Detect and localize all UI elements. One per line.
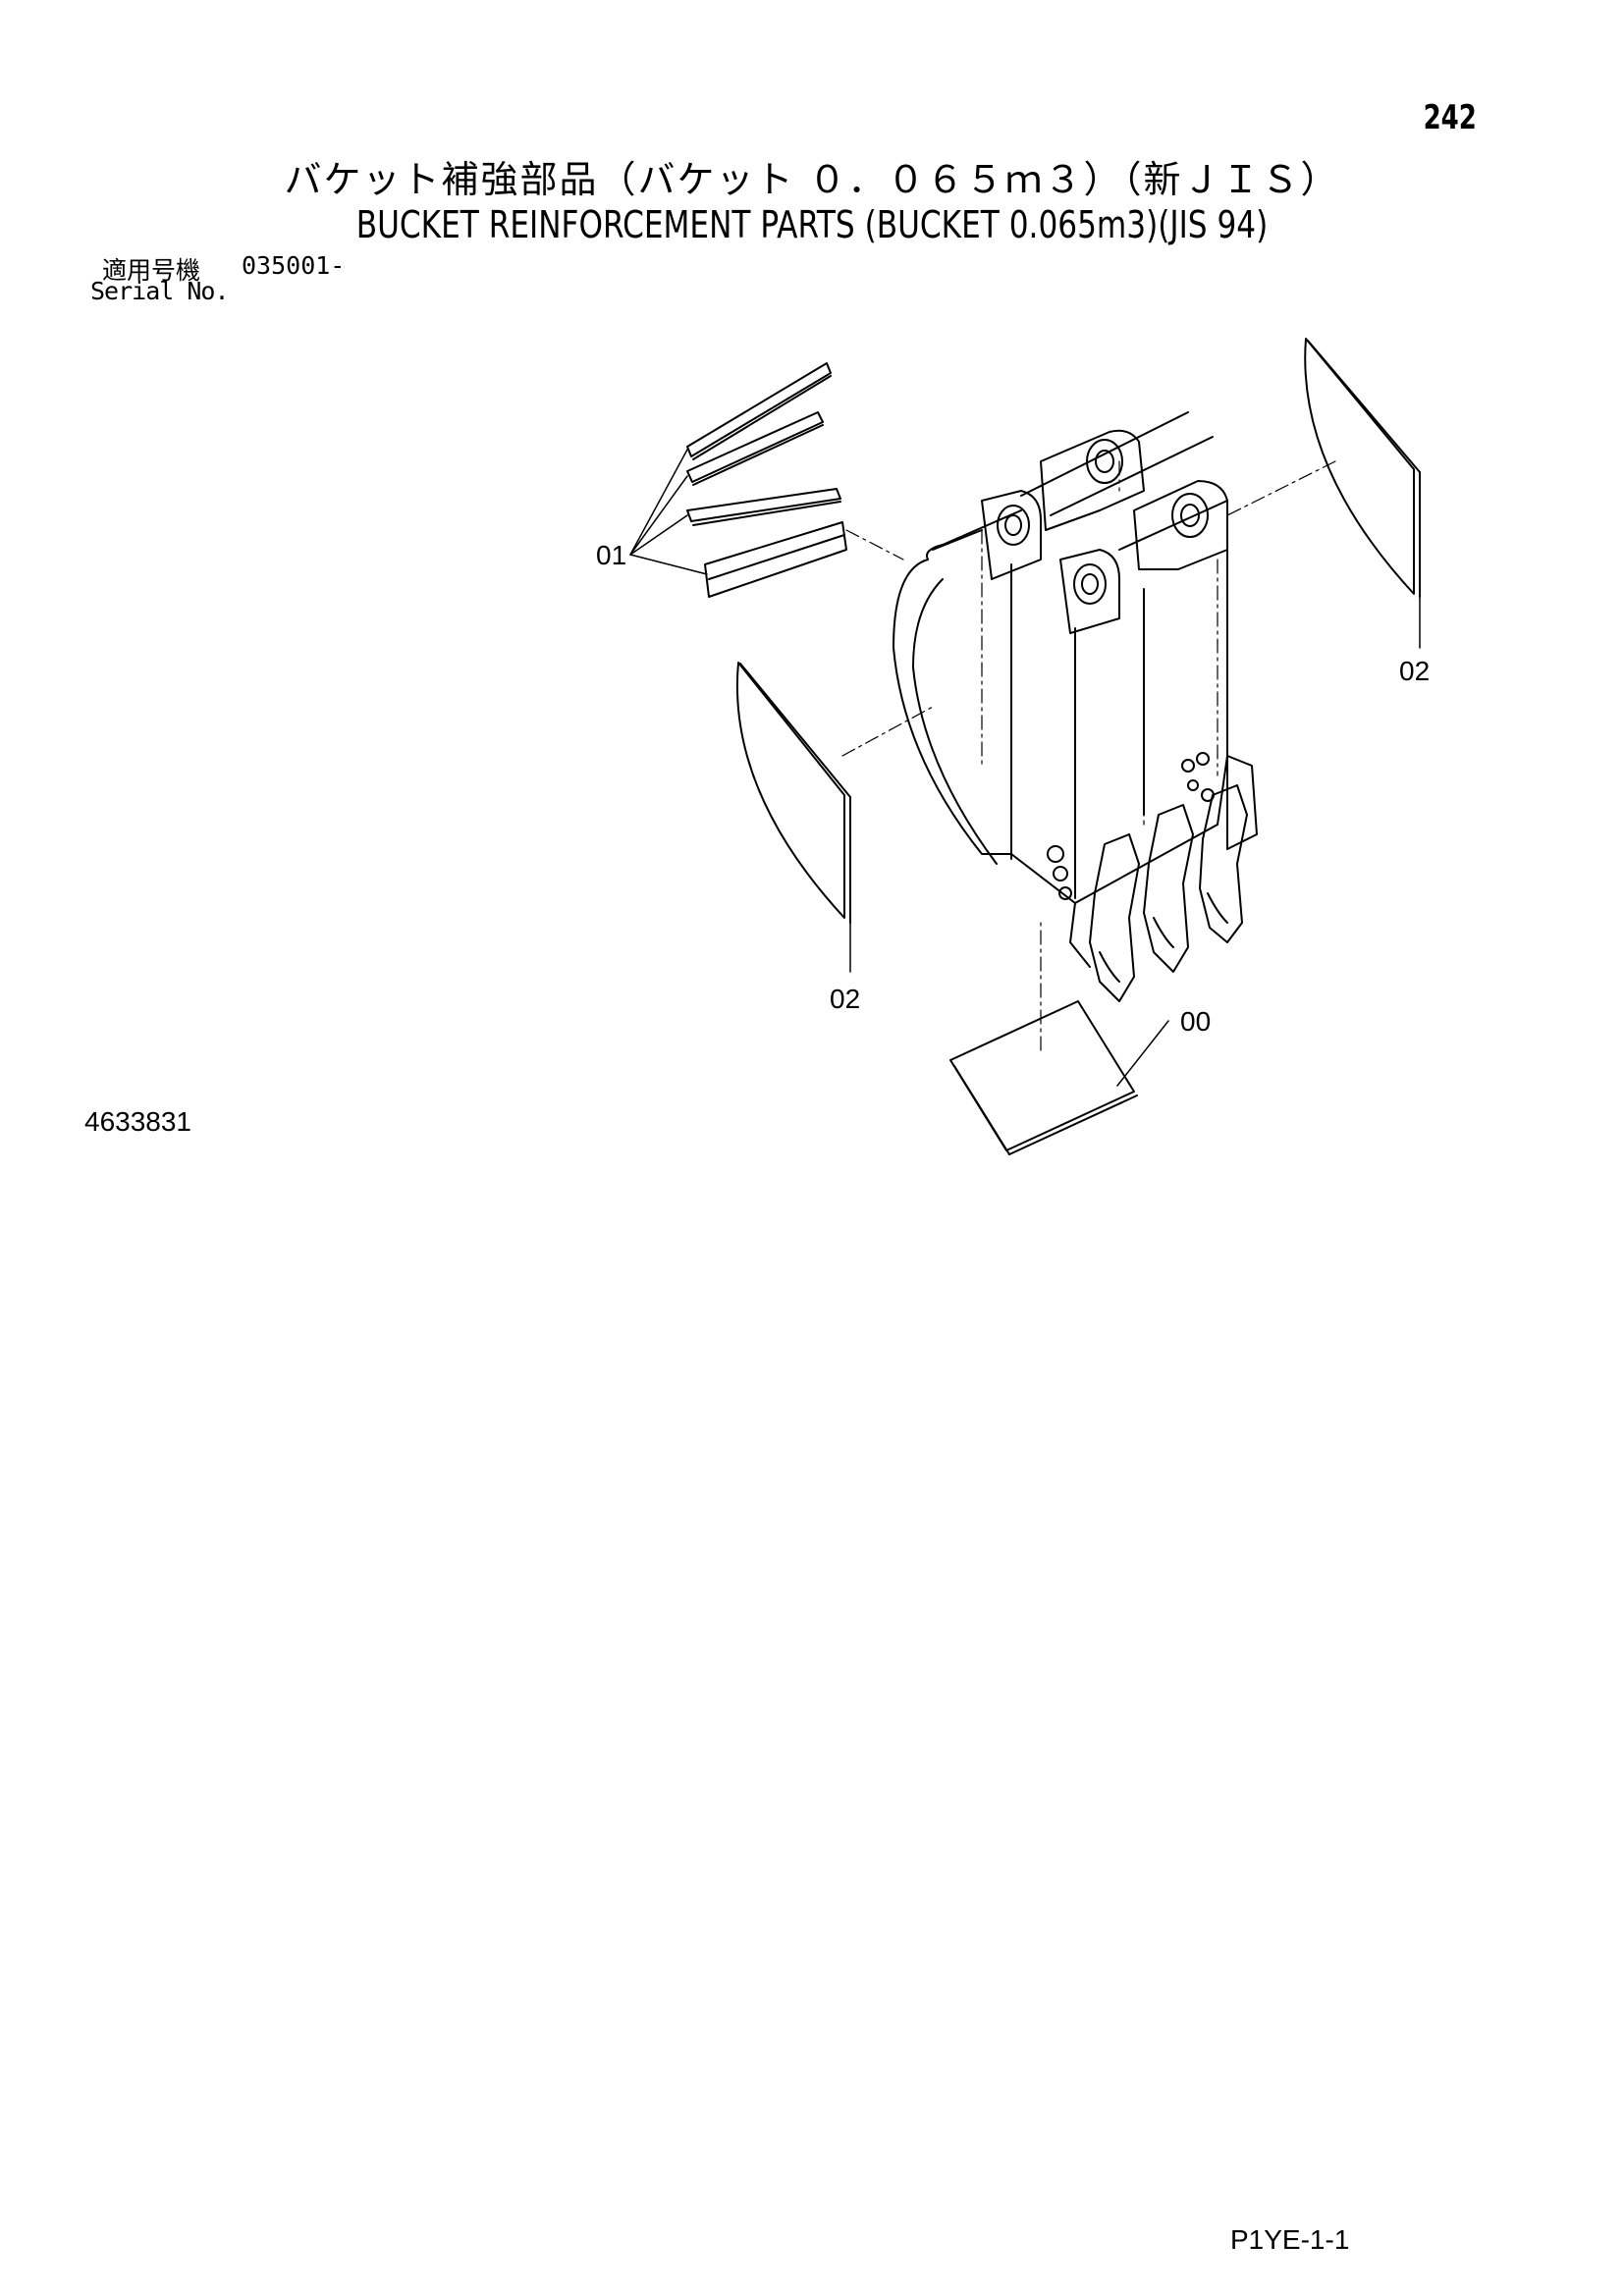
side-plate-right-part: [1304, 338, 1421, 649]
callout-leaders: [629, 449, 1169, 1087]
page-title-english: BUCKET REINFORCEMENT PARTS (BUCKET 0.065…: [355, 203, 1269, 246]
reinforcement-plates-part: [686, 362, 847, 598]
callout-label-01: 01: [596, 540, 626, 570]
callout-label-00: 00: [1180, 1006, 1211, 1037]
page-title-japanese: バケット補強部品（バケット ０．０６５ｍ３）（新ＪＩＳ）: [284, 158, 1340, 201]
serial-number-value: 035001-: [242, 251, 346, 280]
page-code: P1YE-1-1: [1230, 2224, 1350, 2255]
page-number: 242: [1423, 98, 1477, 137]
drawing-number: 4633831: [84, 1106, 192, 1137]
bucket-body: [893, 411, 1258, 1002]
assembly-lines: [841, 460, 1336, 1051]
bucket-plate-part: [949, 1000, 1138, 1155]
serial-label-english: Serial No.: [90, 277, 230, 305]
serial-label-japanese: 適用号機: [102, 256, 201, 285]
side-plate-left-part: [735, 662, 851, 973]
callout-label-02-left: 02: [830, 984, 860, 1014]
callout-label-02-right: 02: [1399, 656, 1430, 686]
